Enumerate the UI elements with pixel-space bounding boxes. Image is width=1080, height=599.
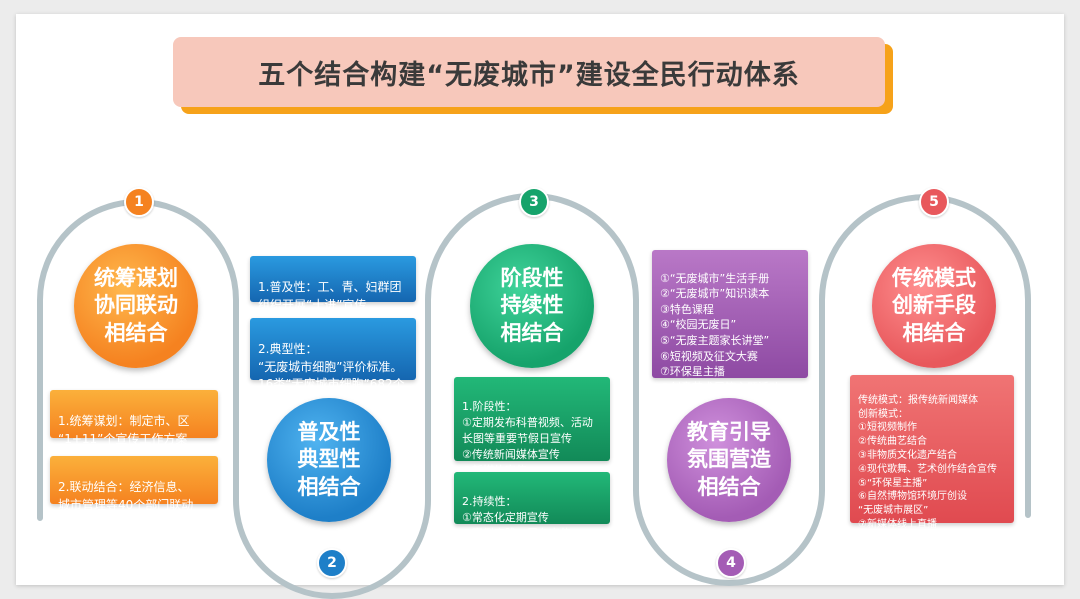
section-3-box-1: 1.阶段性： ①定期发布科普视频、活动 长图等重要节假日宣传 ②传统新闻媒体宣传… bbox=[454, 377, 610, 477]
section-heading-1: 统筹谋划 协同联动 相结合 bbox=[74, 244, 198, 368]
section-1-box-2-text: 2.联动结合：经济信息、 城市管理等40个部门联动 bbox=[58, 480, 194, 512]
section-3-box-2-text: 2.持续性： ①常态化定期宣传 ②案例实践、展台宣传 bbox=[462, 494, 571, 540]
section-number-1: 1 bbox=[124, 187, 154, 217]
section-heading-4: 教育引导 氛围营造 相结合 bbox=[667, 398, 791, 522]
section-2-box-2: 2.典型性： “无废城市细胞”评价标准。 16类“无废城市细胞”682个 bbox=[250, 318, 416, 391]
section-1-box-2: 2.联动结合：经济信息、 城市管理等40个部门联动 bbox=[50, 456, 218, 512]
section-3-box-2: 2.持续性： ①常态化定期宣传 ②案例实践、展台宣传 bbox=[454, 472, 610, 540]
section-2-box-1-text: 1.普及性：工、青、妇群团 组织开展“十进”宣传 bbox=[258, 280, 402, 312]
section-number-4: 4 bbox=[716, 548, 746, 578]
section-4-box-1: ①“无废城市”生活手册 ②“无废城市”知识读本 ③特色课程 ④“校园无废日” ⑤… bbox=[652, 250, 808, 394]
section-heading-5: 传统模式 创新手段 相结合 bbox=[872, 244, 996, 368]
section-4-box-1-text: ①“无废城市”生活手册 ②“无废城市”知识读本 ③特色课程 ④“校园无废日” ⑤… bbox=[660, 271, 780, 394]
section-2-box-1: 1.普及性：工、青、妇群团 组织开展“十进”宣传 bbox=[250, 256, 416, 312]
section-heading-2: 普及性 典型性 相结合 bbox=[267, 398, 391, 522]
section-number-5: 5 bbox=[919, 187, 949, 217]
section-3-box-1-text: 1.阶段性： ①定期发布科普视频、活动 长图等重要节假日宣传 ②传统新闻媒体宣传… bbox=[462, 399, 593, 477]
section-1-box-1: 1.统筹谋划：制定市、区 “1+11”个宣传工作方案 bbox=[50, 390, 218, 446]
section-number-3: 3 bbox=[519, 187, 549, 217]
page-title: 五个结合构建“无废城市”建设全民行动体系 bbox=[173, 37, 885, 107]
frame-arc-4 bbox=[633, 487, 825, 586]
section-5-box-1: 传统模式：报传统新闻媒体 创新模式： ①短视频制作 ②传统曲艺结合 ③非物质文化… bbox=[850, 375, 1014, 530]
section-1-box-1-text: 1.统筹谋划：制定市、区 “1+11”个宣传工作方案 bbox=[58, 414, 190, 446]
frame-arc-2 bbox=[233, 497, 431, 599]
section-number-2: 2 bbox=[317, 548, 347, 578]
section-5-box-1-text: 传统模式：报传统新闻媒体 创新模式： ①短视频制作 ②传统曲艺结合 ③非物质文化… bbox=[858, 394, 997, 530]
section-2-box-2-text: 2.典型性： “无废城市细胞”评价标准。 16类“无废城市细胞”682个 bbox=[258, 342, 405, 392]
section-heading-3: 阶段性 持续性 相结合 bbox=[470, 244, 594, 368]
